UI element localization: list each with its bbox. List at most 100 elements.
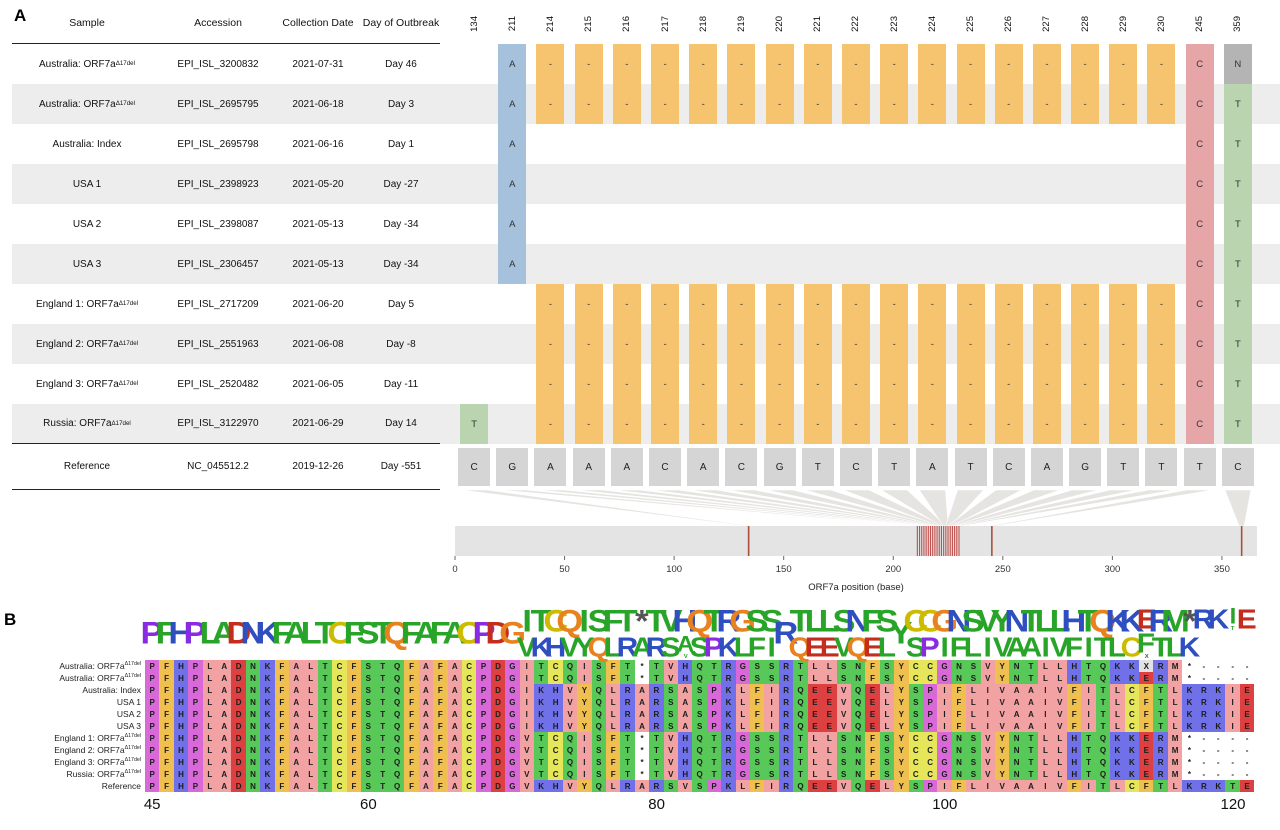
residue-cell: Q (1095, 660, 1111, 672)
alignment-row-label: Australia: ORF7aΔ17del (59, 661, 141, 671)
residue-cell: P (706, 720, 722, 732)
empty-cell (493, 324, 531, 364)
residue-cell: * (1182, 756, 1197, 768)
residue-cell: N (245, 780, 261, 792)
residue-cell: V (519, 732, 534, 744)
logo-letter: T (314, 616, 336, 651)
residue-cell: F (865, 768, 880, 780)
residue-cell: T (1023, 660, 1039, 672)
residue-cell: D (490, 696, 506, 708)
residue-cell: L (303, 732, 318, 744)
base-cell: - (1147, 364, 1176, 404)
residue-cell: L (303, 744, 318, 756)
residue-cell: P (145, 768, 160, 780)
residue-cell: P (922, 684, 938, 696)
residue-cell: K (260, 780, 275, 792)
position-label: 225 (965, 16, 977, 32)
residue-cell: P (145, 732, 160, 744)
accession: EPI_ISL_2520482 (177, 378, 259, 390)
residue-cell: N (245, 732, 261, 744)
empty-cell (684, 164, 722, 204)
logo-letter: S (745, 604, 769, 639)
base-cell: - (803, 324, 832, 364)
residue-cell: T (706, 768, 722, 780)
residue-cell: P (706, 684, 722, 696)
logo-letter: C (917, 604, 943, 639)
residue-cell: G (505, 756, 520, 768)
residue-cell: F (346, 780, 362, 792)
collection-date: 2021-07-31 (292, 58, 344, 70)
residue-cell: F (865, 660, 880, 672)
position-label: 223 (888, 16, 900, 32)
residue-cell: F (433, 780, 448, 792)
residue-cell: T (317, 660, 333, 672)
residue-cell: C (922, 756, 938, 768)
residue-cell: T (1081, 732, 1096, 744)
empty-cell (608, 164, 646, 204)
residue-cell: F (274, 744, 290, 756)
empty-cell (531, 244, 569, 284)
logo-column: K (255, 608, 280, 660)
logo-letter: S (660, 631, 681, 664)
residue-cell: C (548, 744, 563, 756)
residue-cell: K (1211, 720, 1226, 732)
base-cell: - (765, 324, 794, 364)
accession: EPI_ISL_2551963 (177, 338, 259, 350)
residue-cell: H (548, 720, 563, 732)
residue-cell: S (361, 780, 376, 792)
residue-cell: F (606, 732, 621, 744)
residue-cell: P (145, 660, 160, 672)
position-label: 359 (1232, 16, 1244, 32)
residue-cell: L (303, 768, 318, 780)
residue-cell: L (879, 720, 895, 732)
genome-bar (455, 526, 1257, 556)
residue-cell: C (332, 708, 347, 720)
residue-cell: K (721, 684, 736, 696)
residue-cell: F (404, 732, 419, 744)
residue-cell: T (375, 684, 390, 696)
residue-cell: R (778, 696, 794, 708)
residue-cell: L (303, 720, 318, 732)
base-cell: - (956, 84, 985, 124)
empty-cell (951, 204, 989, 244)
residue-cell: L (879, 780, 895, 792)
residue-cell: R (649, 708, 664, 720)
logo-letter: C (456, 616, 482, 651)
base-cell: - (765, 284, 794, 324)
residue-cell: T (620, 756, 635, 768)
empty-cell (455, 284, 493, 324)
logo-letter: A (442, 616, 468, 651)
residue-cell: V (980, 732, 995, 744)
residue-cell: P (476, 756, 491, 768)
residue-cell: X (1139, 660, 1154, 672)
axis-tick-label: 0 (452, 564, 457, 575)
base-cell: A (916, 448, 949, 486)
residue-cell: K (1110, 672, 1125, 684)
residue-cell: Y (994, 732, 1010, 744)
logo-letter: C (903, 604, 929, 639)
logo-column: T (314, 608, 336, 660)
residue-cell: F (404, 768, 419, 780)
accession: EPI_ISL_2695795 (177, 98, 259, 110)
residue-cell: * (1182, 744, 1197, 756)
logo-letter: F (949, 631, 969, 664)
residue-cell: I (764, 720, 779, 732)
residue-cell: S (663, 696, 679, 708)
residue-cell: S (361, 768, 376, 780)
residue-cell: S (966, 672, 981, 684)
residue-cell: H (1067, 744, 1082, 756)
logo-column: F (343, 608, 364, 660)
residue-cell: T (375, 780, 390, 792)
base-cell: - (651, 84, 680, 124)
empty-cell (646, 244, 684, 284)
residue-cell: - (1196, 660, 1212, 672)
residue-cell: - (1225, 732, 1240, 744)
